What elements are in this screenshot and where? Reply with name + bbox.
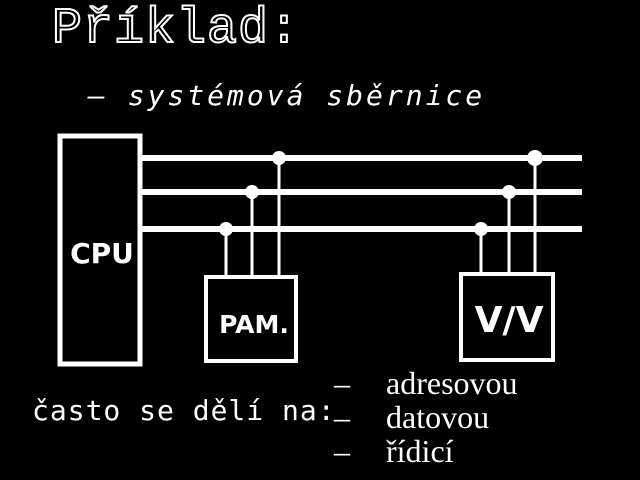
junction-dot xyxy=(272,151,286,165)
slide-subtitle: – systémová sběrnice xyxy=(88,79,486,112)
bus-type-label: řídicí xyxy=(386,433,454,469)
junction-dot xyxy=(474,222,488,236)
bus-junctions xyxy=(219,150,543,236)
bus-type-address: –adresovou xyxy=(334,366,518,400)
list-dash: – xyxy=(334,399,350,435)
junction-dot xyxy=(527,150,543,166)
list-dash: – xyxy=(334,433,350,469)
cpu-block xyxy=(57,133,143,367)
bus-type-label: datovou xyxy=(386,399,490,435)
bus-types-list: –adresovou –datovou –řídicí xyxy=(334,366,518,468)
bus-type-control: –řídicí xyxy=(334,434,518,468)
bus-type-label: adresovou xyxy=(386,365,518,401)
cpu-label: CPU xyxy=(70,237,134,270)
io-block xyxy=(459,272,555,362)
memory-label: PAM. xyxy=(219,310,289,339)
memory-connectors xyxy=(224,158,281,277)
io-connectors xyxy=(479,158,537,274)
memory-block xyxy=(204,275,298,363)
junction-dot xyxy=(245,185,259,199)
junction-dot xyxy=(502,185,516,199)
junction-dot xyxy=(219,222,233,236)
bus-division-note: často se dělí na: xyxy=(32,394,336,427)
bus-type-data: –datovou xyxy=(334,400,518,434)
slide-title: Příklad: xyxy=(51,1,301,59)
io-label: V/V xyxy=(475,300,544,341)
list-dash: – xyxy=(334,365,350,401)
